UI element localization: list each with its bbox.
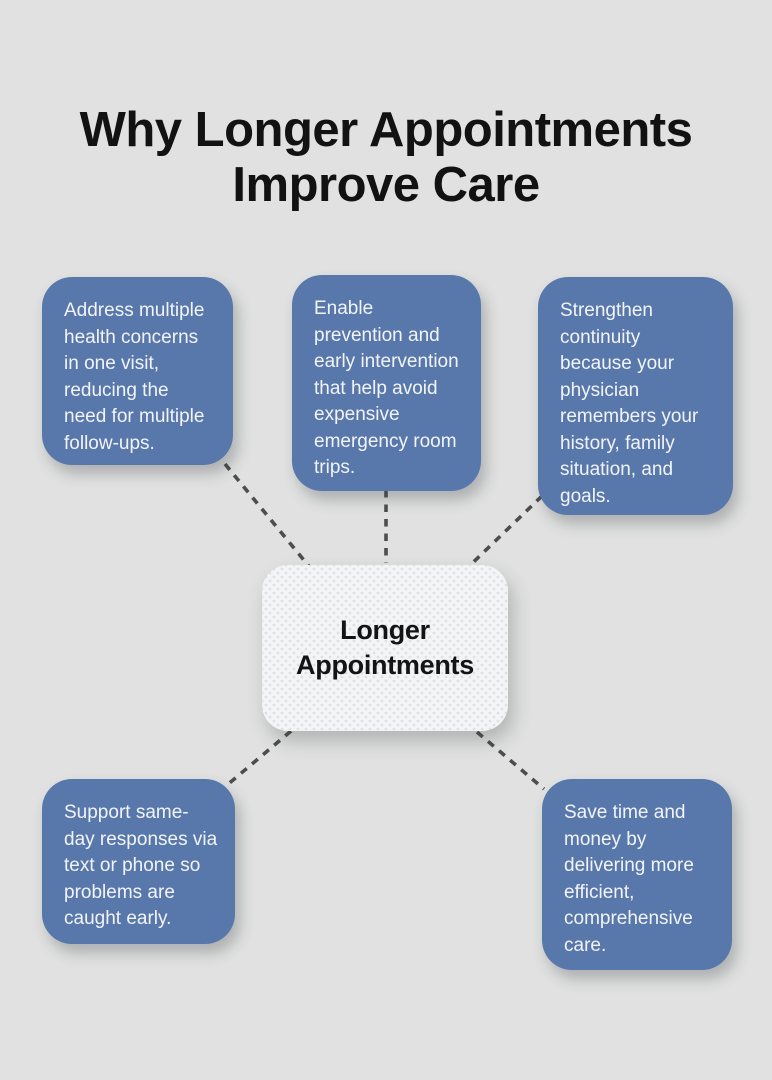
benefit-box-top-right: Strengthen continuity because your physi… — [538, 277, 733, 515]
central-node: Longer Appointments — [262, 565, 508, 731]
benefit-box-bottom-right: Save time and money by delivering more e… — [542, 779, 732, 970]
connector-bottom-left — [224, 729, 293, 788]
connector-top-right — [458, 494, 544, 577]
central-node-label: Longer Appointments — [296, 615, 474, 680]
benefit-box-top-middle: Enable prevention and early intervention… — [292, 275, 481, 491]
page-title: Why Longer Appointments Improve Care — [79, 102, 693, 212]
benefit-box-bottom-left: Support same- day responses via text or … — [42, 779, 235, 944]
benefit-box-top-left: Address multiple health concerns in one … — [42, 277, 233, 465]
connector-bottom-right — [475, 730, 546, 791]
